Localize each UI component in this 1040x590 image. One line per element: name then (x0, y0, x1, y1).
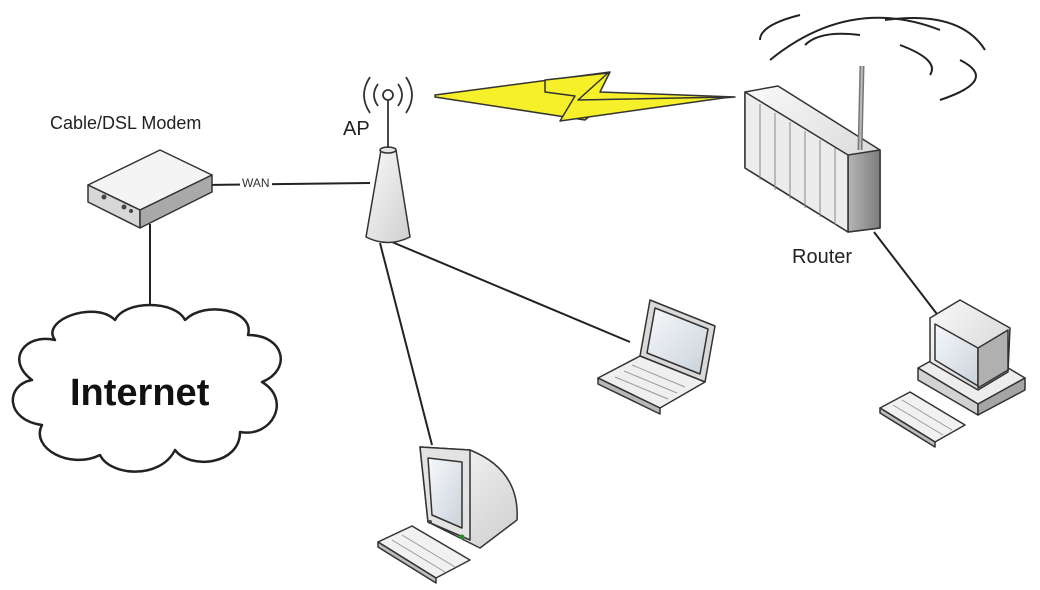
modem-icon (87, 149, 213, 229)
router-label: Router (792, 246, 853, 268)
ap-laptop-line (391, 241, 631, 343)
ap-crt-line (379, 242, 433, 446)
connection-lines (149, 182, 941, 446)
modem-ap-line (204, 182, 371, 186)
crt-computer-icon (377, 446, 518, 584)
router-icon (744, 65, 881, 233)
laptop-icon (597, 299, 716, 415)
wireless-link-bolt-icon (434, 71, 736, 122)
desktop-computer-icon (879, 299, 1026, 448)
router-desktop-line (873, 231, 941, 319)
internet-label: Internet (70, 372, 210, 414)
modem-label: Cable/DSL Modem (50, 113, 202, 133)
wireless-signal-icon (759, 14, 986, 101)
ap-label: AP (343, 118, 370, 140)
internet-cloud-icon (11, 303, 282, 473)
ap-antenna-icon (363, 76, 413, 244)
wan-label: WAN (240, 176, 272, 190)
